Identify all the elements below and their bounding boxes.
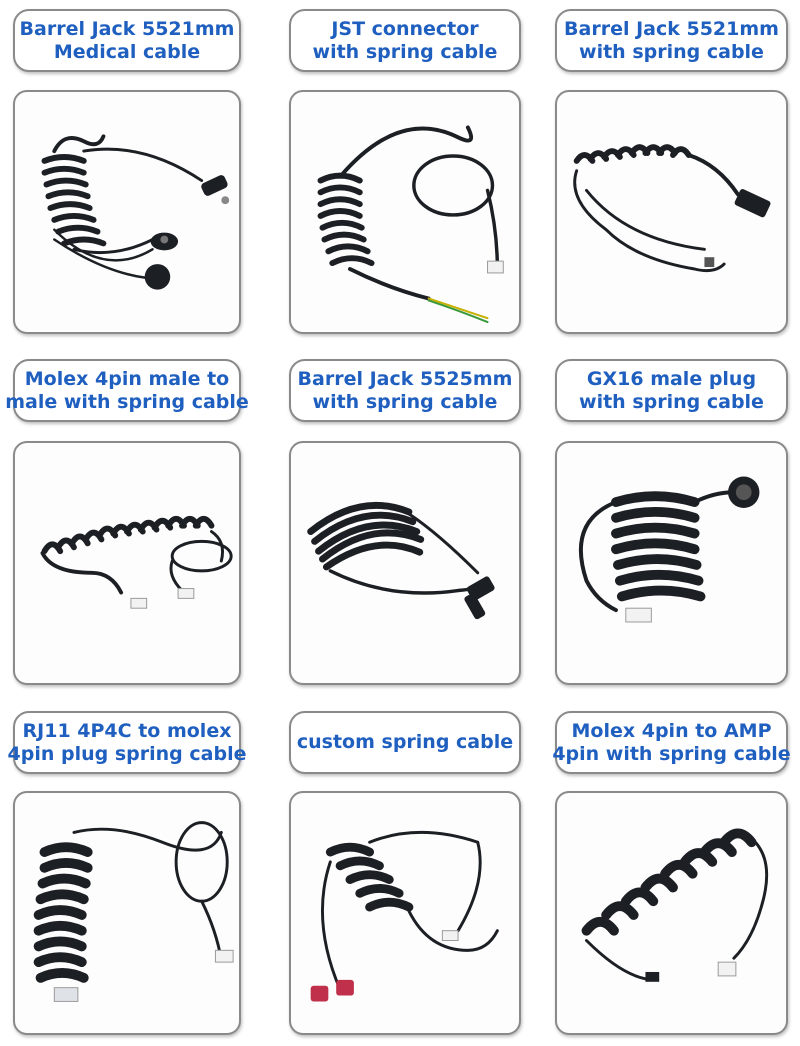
product-title-custom-spring-cable: custom spring cable [289, 711, 521, 774]
product-photo-gx16-plug [555, 441, 788, 685]
product-photo-custom-spring-cable [289, 791, 521, 1035]
product-photo-jst-connector [289, 90, 521, 334]
product-photo-barrel-jack-5525 [289, 441, 521, 685]
product-photo-barrel-jack-spring [555, 90, 788, 334]
product-photo-rj11-to-molex [13, 791, 241, 1035]
product-photo-molex-4pin-male [13, 441, 241, 685]
product-photo-barrel-jack-medical [13, 90, 241, 334]
product-photo-molex-to-amp [555, 791, 788, 1035]
